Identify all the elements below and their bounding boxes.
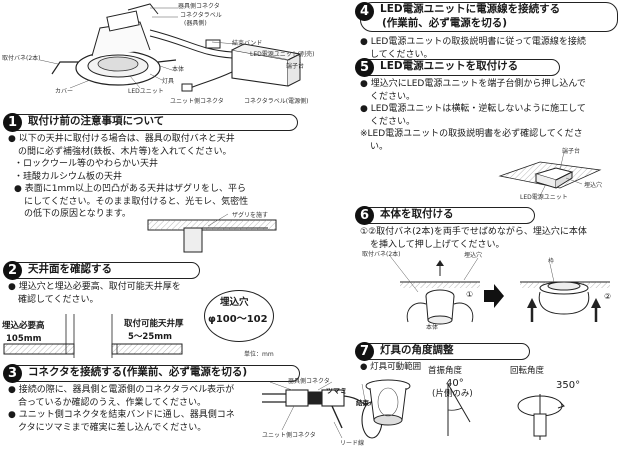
section7-title: 灯具の角度調整 — [380, 344, 454, 356]
section2-line-1: ● 埋込穴と埋込必要高、取付可能天井厚を — [8, 282, 181, 292]
section4-line-1: ● LED電源ユニットの取扱説明書に従って電源線を接続 — [360, 37, 586, 47]
label-unit-s5: LED電源ユニット — [520, 194, 568, 201]
ceiling-section-diagram — [3, 314, 183, 358]
section5-line-6: い。 — [370, 141, 389, 152]
section1-number: 1 — [3, 113, 22, 132]
label-spring-s6: 取付バネ(2本) — [362, 251, 401, 258]
label-cover: カバー — [55, 88, 74, 95]
hole-label: 埋込穴 — [220, 297, 249, 308]
label-body-s6: 本体 — [426, 324, 439, 331]
hole-value: φ100〜102 — [208, 314, 268, 325]
section3-line-2: 合っているか確認のうえ、作業してください。 — [18, 397, 207, 408]
label-connector-label: コネクタラベル — [180, 12, 222, 19]
label-terminal-connector: 器具側コネクタ — [178, 3, 220, 10]
power-unit-install-diagram — [498, 151, 602, 197]
section5-line-3: ● LED電源ユニットは横転・逆転しないように施工して — [360, 104, 586, 114]
section2-line-2: 確認してください。 — [18, 294, 99, 305]
label-lead-wire: リード線 — [340, 440, 365, 447]
required-height-value: 105mm — [6, 334, 42, 344]
label-terminal-block: 端子台 — [286, 63, 305, 70]
section3-line-4: クタにツマミまで確実に差し込んでください。 — [18, 422, 207, 433]
section6-text: ①②取付バネ(2本)を両手でせばめながら、埋込穴に本体 を挿入して押し上げてくだ… — [360, 226, 622, 251]
fixture-drawing — [39, 3, 302, 92]
section7-number: 7 — [355, 342, 374, 361]
section2-number: 2 — [3, 261, 22, 280]
section1-title: 取付け前の注意事項について — [28, 115, 165, 127]
label-connector-label-power: コネクタラベル(電源側) — [244, 98, 309, 105]
section1-text: ● 以下の天井に取付ける場合は、器具の取付バネと天井 の間に必ず補強材(鉄板、木… — [8, 133, 308, 221]
tilt-angle-diagram — [447, 383, 471, 436]
tilt-value: 40° — [446, 378, 464, 389]
section3-text: ● 接続の際に、器具側と電源側のコネクタラベル表示が 合っているか確認のうえ、作… — [8, 384, 258, 434]
label-step2: ② — [604, 292, 612, 301]
rotation-value: 350° — [556, 380, 581, 391]
section5-title: LED電源ユニットを取付ける — [380, 60, 519, 72]
zaguri-label: ザグリを施す — [232, 212, 269, 219]
section4-line-2: してください。 — [370, 49, 433, 60]
section4-number: 4 — [355, 2, 374, 21]
section5-line-2: ください。 — [370, 91, 416, 102]
tilt-note: (片側のみ) — [432, 389, 473, 399]
tilt-label: 首振角度 — [428, 366, 463, 376]
section4-title-line1: LED電源ユニットに電源線を接続する — [380, 3, 561, 15]
thickness-value: 5〜25mm — [128, 332, 172, 342]
label-mounting-spring: 取付バネ(2本) — [2, 55, 41, 62]
section5-line-4: ください。 — [370, 116, 416, 127]
label-fixture-connector-s3: 器具側コネクタ — [288, 378, 330, 385]
section4-text: ● LED電源ユニットの取扱説明書に従って電源線を接続 してください。 — [360, 36, 620, 61]
section1-line-3: ・ロックウール等のやわらかい天井 — [14, 159, 159, 169]
hole-size-circle — [204, 290, 274, 342]
required-height-label: 埋込必要高 — [2, 321, 45, 331]
section5-line-5: ※LED電源ユニットの取扱説明書を必ず確認してくださ — [360, 129, 583, 139]
section1-line-2: の間に必ず補強材(鉄板、木片等)を入れてください。 — [18, 146, 232, 157]
label-unit-connector-s3: ユニット側コネクタ — [262, 432, 316, 439]
section7-fixture-drawing — [365, 379, 411, 426]
section1-line-4: ・珪酸カルシウム板の天井 — [14, 171, 123, 182]
label-frame-s6: 枠 — [548, 258, 555, 265]
fixture-diagram: 器具側コネクタ コネクタラベル (器具側) 取付バネ(2本) 結束バンド LED… — [0, 0, 315, 110]
section6-title: 本体を取付ける — [380, 208, 454, 220]
label-body: 本体 — [172, 66, 185, 73]
rotation-angle-diagram — [517, 394, 565, 440]
section3-number: 3 — [3, 364, 22, 383]
section3-line-1: ● 接続の際に、器具側と電源側のコネクタラベル表示が — [8, 385, 235, 395]
section3-line-3: ● ユニット側コネクタを結束バンドに通し、器具側コネ — [8, 410, 235, 420]
label-connector-label-sub: (器具側) — [184, 20, 207, 27]
section5-number: 5 — [355, 58, 374, 77]
zaguri-diagram — [147, 213, 277, 253]
section4-header — [360, 2, 618, 32]
label-lamp: 灯具 — [162, 78, 175, 85]
label-binding-band: 結束バンド — [232, 40, 263, 47]
section6-number: 6 — [355, 206, 374, 225]
section5-line-1: ● 埋込穴にLED電源ユニットを端子台側から押し込んで — [360, 79, 586, 89]
label-led-unit: LEDユニット — [128, 88, 164, 95]
section1-line-5: ● 表面に1mm以上の凹凸がある天井はザグリをし、平ら — [14, 184, 246, 194]
label-hole-s6: 埋込穴 — [464, 252, 483, 259]
label-knob: ツマミ — [326, 387, 347, 395]
section6-line-2: を挿入して押し上げてください。 — [370, 239, 505, 250]
rotation-label: 回転角度 — [510, 366, 545, 376]
body-install-diagram — [389, 255, 610, 325]
section7-subtitle: ● 灯具可動範囲 — [360, 362, 422, 372]
section1-line-7: の低下の原因となります。 — [24, 209, 131, 219]
label-led-power-unit: LED電源ユニット(別売) — [250, 51, 315, 58]
section4-title-line2: (作業前、必ず電源を切る) — [382, 17, 508, 29]
section1-line-6: にしてください。そのまま取付けると、光モレ、気密性 — [24, 196, 249, 207]
section2-text: ● 埋込穴と埋込必要高、取付可能天井厚を 確認してください。 — [8, 281, 228, 306]
section5-text: ● 埋込穴にLED電源ユニットを端子台側から押し込んで ください。 ● LED電… — [360, 78, 622, 153]
label-unit-connector: ユニット側コネクタ — [170, 98, 224, 105]
unit-note: 単位：mm — [244, 351, 274, 358]
thickness-label: 取付可能天井厚 — [124, 319, 184, 329]
section1-line-1: ● 以下の天井に取付ける場合は、器具の取付バネと天井 — [8, 134, 235, 144]
section6-line-1: ①②取付バネ(2本)を両手でせばめながら、埋込穴に本体 — [360, 227, 587, 237]
label-step1: ① — [466, 290, 474, 299]
label-terminal-block-s5: 端子台 — [562, 148, 581, 155]
label-ceiling-s5: 埋込穴 — [584, 182, 603, 189]
section3-title: コネクタを接続する(作業前、必ず電源を切る) — [28, 366, 248, 378]
section2-title: 天井面を確認する — [28, 263, 112, 275]
